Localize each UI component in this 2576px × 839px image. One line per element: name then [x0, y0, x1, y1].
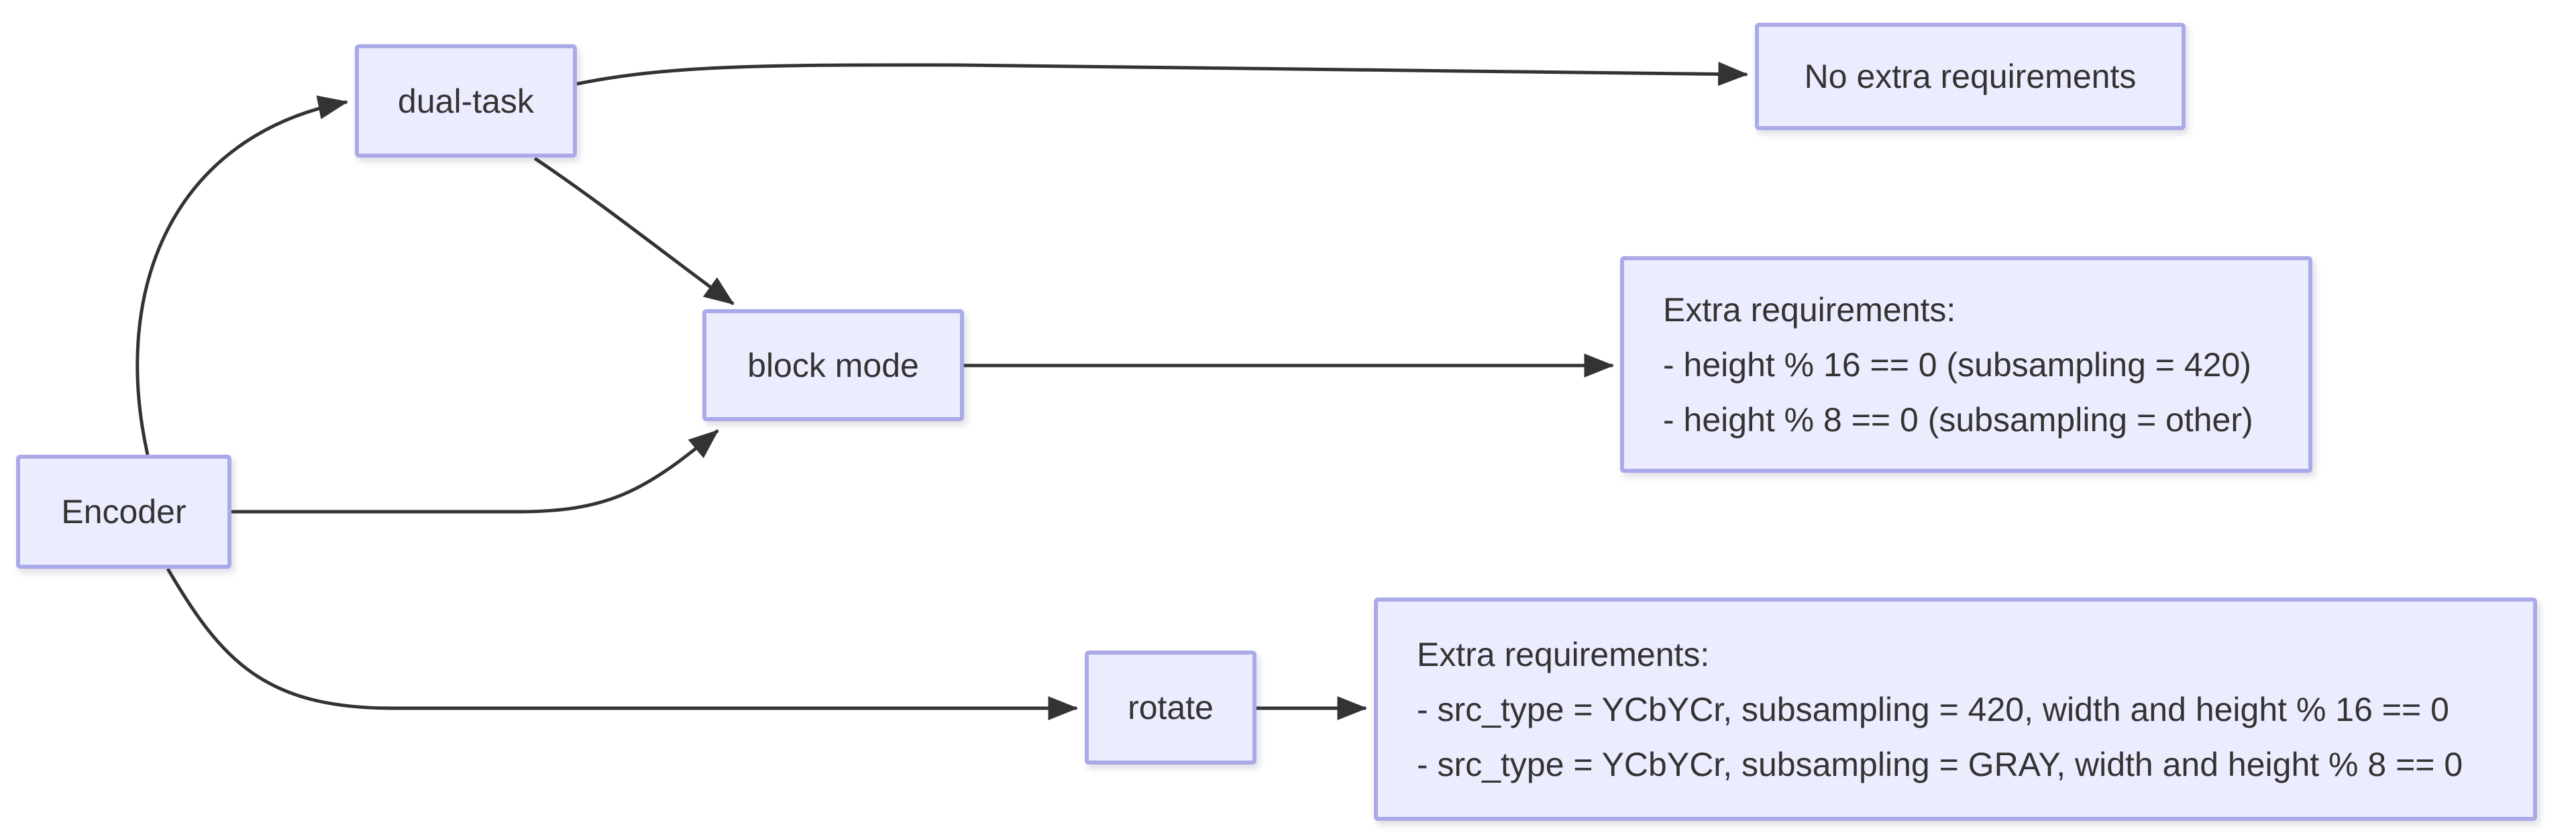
node-block-mode-label: block mode [747, 346, 919, 384]
edge-encoder-to-dual-task [136, 95, 349, 455]
node-dual-task: dual-task [355, 44, 577, 158]
extra-rotate-line-2: - src_type = YCbYCr, subsampling = 420, … [1417, 690, 2449, 728]
node-no-extra-requirements: No extra requirements [1755, 23, 2186, 130]
edge-dual-task-to-no-extra [576, 62, 1749, 87]
extra-rotate-line-1: Extra requirements: [1417, 635, 1710, 673]
extra-block-line-2: - height % 16 == 0 (subsampling = 420) [1663, 345, 2251, 384]
edge-encoder-to-block-mode [231, 429, 719, 514]
edge-dual-task-to-block-mode [533, 156, 735, 306]
extra-rotate-line-3: - src_type = YCbYCr, subsampling = GRAY,… [1417, 745, 2463, 783]
node-rotate-label: rotate [1128, 689, 1214, 726]
node-encoder-label: Encoder [61, 493, 186, 530]
node-dual-task-label: dual-task [398, 82, 534, 120]
node-extra-requirements-rotate: Extra requirements: - src_type = YCbYCr,… [1374, 598, 2537, 821]
edge-encoder-to-rotate [166, 567, 1079, 720]
node-encoder: Encoder [16, 455, 231, 569]
node-rotate: rotate [1085, 651, 1256, 765]
node-no-extra-requirements-label: No extra requirements [1804, 58, 2137, 95]
extra-block-line-1: Extra requirements: [1663, 290, 1956, 329]
extra-block-line-3: - height % 8 == 0 (subsampling = other) [1663, 400, 2253, 439]
node-block-mode: block mode [702, 309, 964, 421]
node-extra-requirements-block-mode: Extra requirements: - height % 16 == 0 (… [1620, 256, 2312, 473]
